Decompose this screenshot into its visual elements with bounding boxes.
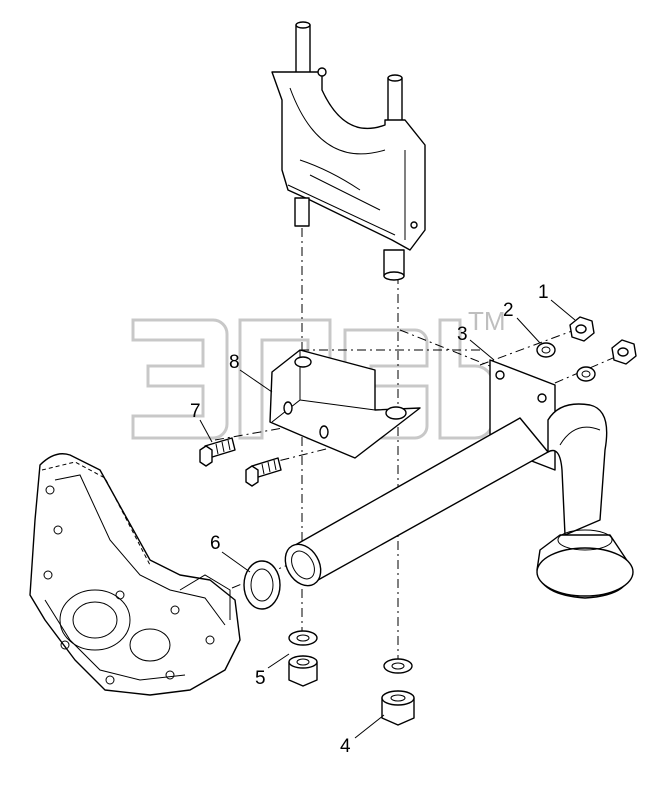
callout-3: 3 <box>457 324 468 345</box>
washer-part-2-second <box>576 366 596 382</box>
callout-2: 2 <box>503 300 514 321</box>
bracket-part-8 <box>269 349 421 459</box>
callout-1: 1 <box>538 282 549 303</box>
nut-part-5 <box>288 655 318 687</box>
washer-part-4 <box>383 658 413 674</box>
callout-7: 7 <box>190 401 201 422</box>
nut-part-4 <box>381 690 415 726</box>
callout-8: 8 <box>229 352 240 373</box>
nut-part-1 <box>569 316 595 342</box>
gasket-ring-part-6 <box>243 560 281 610</box>
bolt-part-7-lower <box>245 457 282 487</box>
callout-5: 5 <box>255 668 266 689</box>
callout-6: 6 <box>210 533 221 554</box>
nut-part-1-second <box>611 339 637 365</box>
watermark-trademark: TM <box>468 306 506 336</box>
bearing-cap-assembly <box>271 21 426 281</box>
callout-4: 4 <box>340 736 351 757</box>
callout-labels: 1 2 3 4 5 6 7 8 <box>190 282 549 757</box>
washer-part-2 <box>536 342 556 358</box>
bolt-part-7-upper <box>199 437 236 467</box>
oil-intake-pipe-part-3 <box>284 359 634 599</box>
washer-part-5 <box>288 630 318 646</box>
leader-lines <box>199 299 576 739</box>
engine-block-housing <box>29 453 241 696</box>
